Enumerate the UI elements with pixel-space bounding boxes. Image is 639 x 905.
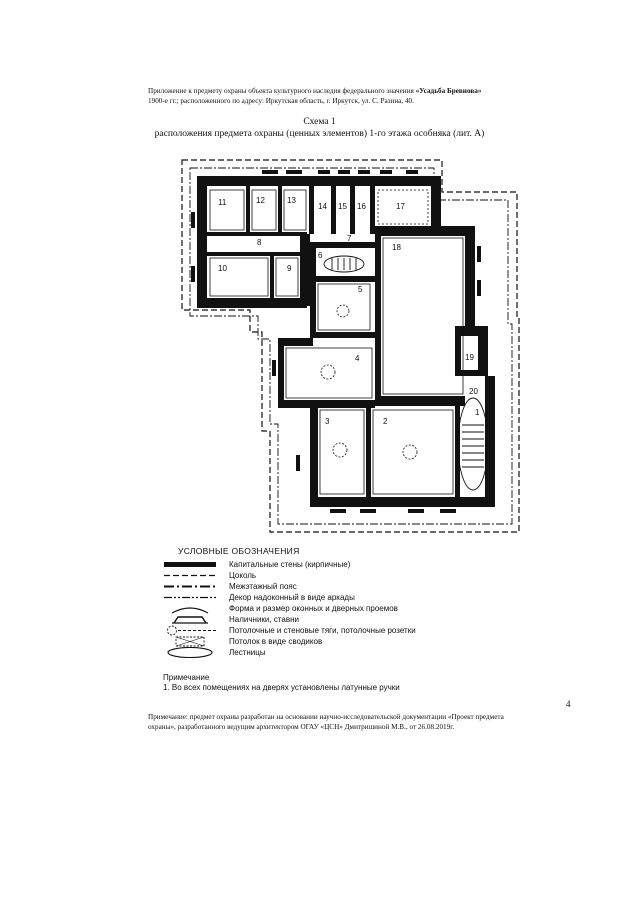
room-numbers: 1 2 3 4 5 6 7 8 9 10 11 12 13 14 15 16 1… (218, 196, 480, 426)
legend-item-rosettes: Потолочные и стеновые тяги, потолочные р… (160, 625, 480, 636)
window-shutters (191, 170, 495, 513)
legend-item-plinth: Цоколь (160, 570, 480, 581)
legend-item-walls: Капитальные стены (кирпичные) (160, 559, 480, 570)
room-number-11: 11 (218, 198, 227, 207)
footer-line-2: охраны», разработанного ведущим архитект… (148, 723, 455, 731)
header-line-2: 1900-е гг.; расположенного по адресу: Ир… (148, 97, 414, 105)
rosette-symbol-icon (167, 625, 216, 636)
legend-item-arcade: Декор надоконный в виде аркады (160, 592, 480, 603)
shutter-symbol-icon (172, 616, 208, 624)
rosette (402, 444, 418, 460)
rosette (320, 364, 336, 380)
room-number-13: 13 (287, 196, 296, 205)
wall-symbol-icon (164, 562, 216, 567)
vault-symbol-icon (175, 636, 205, 647)
legend-item-openings: Форма и размер оконных и дверных проемов (160, 603, 480, 614)
page-number: 4 (566, 699, 571, 709)
room-number-14: 14 (318, 202, 327, 211)
legend-title: УСЛОВНЫЕ ОБОЗНАЧЕНИЯ (178, 546, 300, 556)
opening-symbol-icon (171, 607, 209, 614)
room-number-12: 12 (256, 196, 265, 205)
belt-outline (189, 167, 513, 525)
room-number-18: 18 (392, 243, 401, 252)
room-number-3: 3 (325, 417, 330, 426)
note-text: 1. Во всех помещениях на дверях установл… (163, 683, 400, 692)
scheme-title: Схема 1 (303, 117, 336, 127)
arcade-decor-symbol-icon (164, 596, 216, 599)
room-number-16: 16 (357, 202, 366, 211)
stairs-symbol-icon (167, 647, 213, 658)
plinth-outline (181, 159, 520, 533)
legend-item-stairs: Лестницы (160, 647, 480, 658)
room-number-7: 7 (347, 234, 352, 243)
capital-walls (197, 176, 495, 507)
room-number-19: 19 (465, 353, 474, 362)
room-number-20: 20 (469, 387, 478, 396)
room-number-10: 10 (218, 264, 227, 273)
room-number-15: 15 (338, 202, 347, 211)
room-number-17: 17 (396, 202, 405, 211)
staircase (457, 397, 489, 491)
legend-item-shutters: Наличники, ставни (160, 614, 480, 625)
belt-symbol-icon (164, 585, 216, 588)
room-number-6: 6 (318, 251, 323, 260)
rosette (336, 304, 350, 318)
header-prefix: Приложение к предмету охраны объекта кул… (148, 87, 414, 95)
legend-item-vaults: Потолок в виде сводиков (160, 636, 480, 647)
ceiling-rosettes (320, 304, 418, 460)
scheme-subtitle: расположения предмета охраны (ценных эле… (154, 129, 485, 139)
object-name: «Усадьба Бревнова» (415, 87, 482, 95)
footer-line-1: Примечание: предмет охраны разработан на… (148, 713, 504, 721)
staircase (323, 255, 365, 273)
room-number-2: 2 (383, 417, 388, 426)
legend-item-belt: Межэтажный пояс (160, 581, 480, 592)
note-title: Примечание (163, 673, 210, 682)
plinth-symbol-icon (164, 574, 216, 577)
staircases (323, 255, 489, 491)
rosette (332, 442, 348, 458)
room-number-1: 1 (475, 408, 480, 417)
header-line-1: Приложение к предмету охраны объекта кул… (148, 86, 568, 96)
room-outlines (209, 189, 464, 495)
room-number-4: 4 (355, 354, 360, 363)
room-number-8: 8 (257, 238, 262, 247)
room-number-9: 9 (287, 264, 292, 273)
room-number-5: 5 (358, 285, 363, 294)
